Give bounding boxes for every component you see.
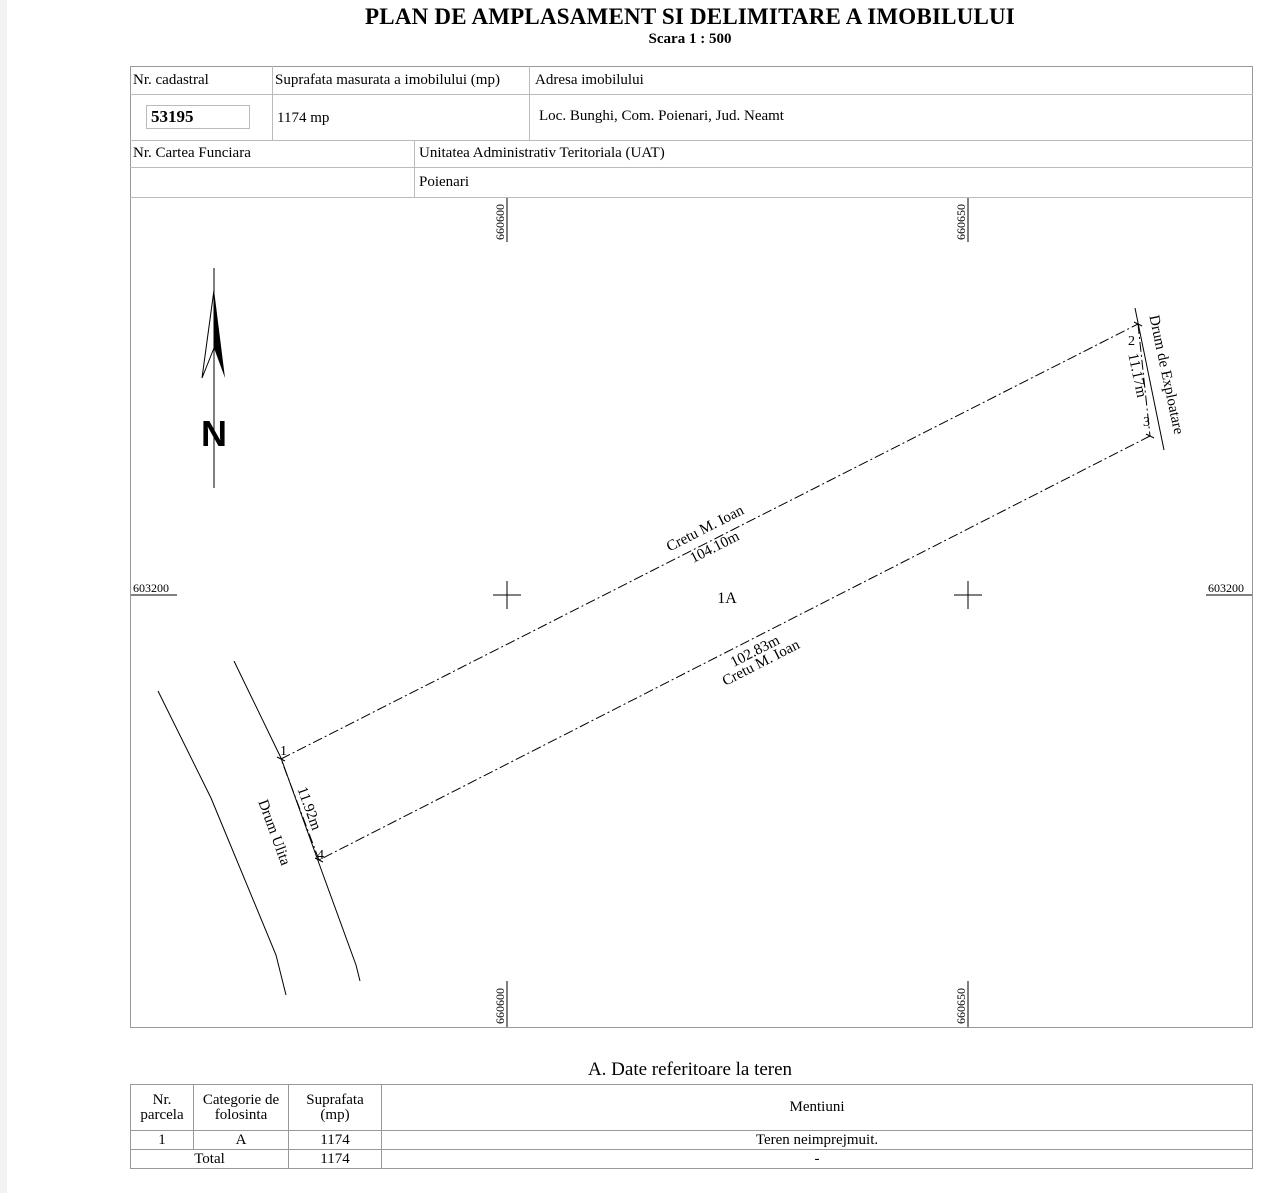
table-row: 1 A 1174 Teren neimprejmuit. [130,1130,1253,1150]
cadastral-label: Nr. cadastral [133,72,209,88]
total-mentiuni: - [381,1149,1253,1169]
road-left-edge [157,690,287,996]
cf-label: Nr. Cartea Funciara [133,145,251,161]
scale-label: Scara 1 : 500 [648,31,732,47]
total-suprafata: 1174 [288,1149,382,1169]
site-plan: 660600 660650 660600 660650 603200 60320… [131,198,1252,1027]
vertex-1: 1 [280,744,287,759]
row-mentiuni: Teren neimprejmuit. [381,1130,1253,1150]
row-categorie: A [193,1130,289,1150]
area-value: 1174 mp [277,110,330,126]
road-exploatare [1134,307,1165,451]
page-margin [0,0,7,1193]
info-table [130,66,1253,1028]
grid-cross-left [493,581,521,609]
uat-value: Poienari [419,174,469,190]
grid-label-top-left: 660600 [493,204,507,240]
parcel-label: 1A [717,590,737,607]
table-total-row: Total 1174 - [130,1149,1253,1169]
left-length-label: 11.92m [294,785,324,833]
north-arrow-icon [201,268,225,488]
grid-label-bottom-left: 660600 [493,988,507,1024]
right-road-label: Drum de Exploatare [1145,314,1186,437]
vertex-3: 3 [1143,415,1150,430]
header-categorie: Categorie de folosinta [193,1084,289,1131]
left-road-label: Drum Ulita [254,798,293,868]
road-right-edge [233,660,361,982]
page-title: PLAN DE AMPLASAMENT SI DELIMITARE A IMOB… [365,4,1015,29]
address-value: Loc. Bunghi, Com. Poienari, Jud. Neamt [539,108,784,124]
land-data-table: Nr. parcela Categorie de folosinta Supra… [130,1084,1253,1169]
grid-label-bottom-right: 660650 [954,988,968,1024]
row-suprafata: 1174 [288,1130,382,1150]
parcel-boundary [280,323,1151,861]
grid-label-right: 603200 [1208,581,1244,595]
address-label: Adresa imobilului [535,72,644,88]
grid-label-left: 603200 [133,581,169,595]
grid-cross-right [954,581,982,609]
header-suprafata: Suprafata (mp) [288,1084,382,1131]
header-mentiuni: Mentiuni [381,1084,1253,1131]
cadastral-number: 53195 [146,105,250,129]
north-label: N [201,413,227,454]
header-nr-parcela: Nr. parcela [130,1084,194,1131]
vertex-2: 2 [1128,334,1135,349]
vertex-4: 4 [317,848,324,863]
grid-label-top-right: 660650 [954,204,968,240]
area-label: Suprafata masurata a imobilului (mp) [275,72,500,88]
row-nr: 1 [130,1130,194,1150]
section-title: A. Date referitoare la teren [587,1059,793,1080]
total-label: Total [130,1149,289,1169]
uat-label: Unitatea Administrativ Teritoriala (UAT) [419,145,665,161]
